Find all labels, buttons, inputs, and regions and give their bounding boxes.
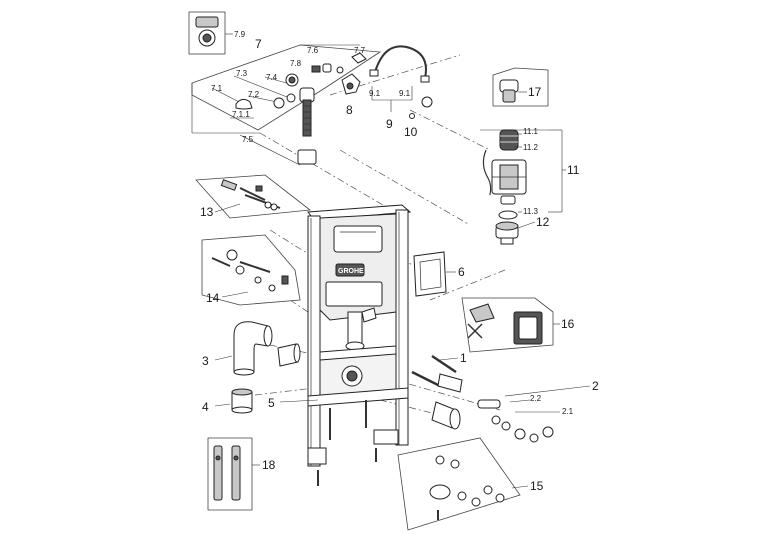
callout-7-2: 7.2 (248, 90, 260, 99)
callout-14: 14 (206, 291, 220, 305)
part-9-hose: 9.1 9.1 9 10 (369, 45, 433, 139)
part-13-panel: 13 (195, 174, 312, 219)
callout-16: 16 (561, 317, 575, 331)
callout-7-9: 7.9 (234, 30, 246, 39)
callout-18: 18 (262, 458, 276, 472)
frame-logo: GROHE (338, 268, 364, 275)
part-14-panel: 14 (201, 234, 301, 306)
callout-11-2: 11.2 (523, 143, 539, 152)
callout-9-1-b: 9.1 (399, 89, 411, 98)
part-15-panel: 15 (397, 437, 544, 531)
callout-8: 8 (346, 103, 353, 117)
callout-7-4: 7.4 (266, 73, 278, 82)
installation-frame: GROHE 5 (268, 204, 412, 486)
callout-7-5: 7.5 (242, 135, 254, 144)
callout-12: 12 (536, 215, 550, 229)
part-1-2-fittings: 1 2 2.2 2.1 (411, 351, 599, 443)
callout-17: 17 (528, 85, 542, 99)
callout-7-8: 7.8 (290, 59, 302, 68)
callout-11-1: 11.1 (523, 127, 539, 136)
callout-2-2: 2.2 (530, 394, 542, 403)
flush-valve-panel: 17 11.1 11.2 11 11.3 12 (480, 67, 580, 245)
callout-2: 2 (592, 379, 599, 393)
part-6-inspection-box: 6 (413, 251, 465, 297)
callout-7-1: 7.1 (211, 84, 223, 93)
callout-9-1-a: 9.1 (369, 89, 381, 98)
callout-7-3: 7.3 (236, 69, 248, 78)
callout-13: 13 (200, 205, 214, 219)
part-8-valve: 8 (341, 73, 361, 117)
part-16-panel: 16 (461, 297, 575, 353)
callout-6: 6 (458, 265, 465, 279)
callout-7: 7 (255, 37, 262, 51)
callout-11: 11 (567, 163, 580, 177)
callout-7-7: 7.7 (354, 46, 366, 55)
part-7-9-panel: 7.9 (188, 11, 246, 55)
part-3-elbow-pipe: 3 (202, 321, 301, 376)
callout-15: 15 (530, 479, 544, 493)
callout-4: 4 (202, 400, 209, 414)
callout-2-1: 2.1 (562, 407, 574, 416)
callout-5: 5 (268, 396, 275, 410)
part-4-sleeve: 4 (202, 388, 253, 414)
part-7-fill-valve-panel: 7 7.6 7.7 7.8 7.3 7.4 7.1 7.2 7.1.1 7.5 (191, 37, 382, 166)
callout-7-1-1: 7.1.1 (232, 110, 250, 119)
callout-9: 9 (386, 117, 393, 131)
callout-10: 10 (404, 125, 418, 139)
callout-1: 1 (460, 351, 467, 365)
callout-11-3: 11.3 (523, 207, 539, 216)
callout-3: 3 (202, 354, 209, 368)
part-18-panel: 18 (207, 437, 276, 511)
callout-7-6: 7.6 (307, 46, 319, 55)
